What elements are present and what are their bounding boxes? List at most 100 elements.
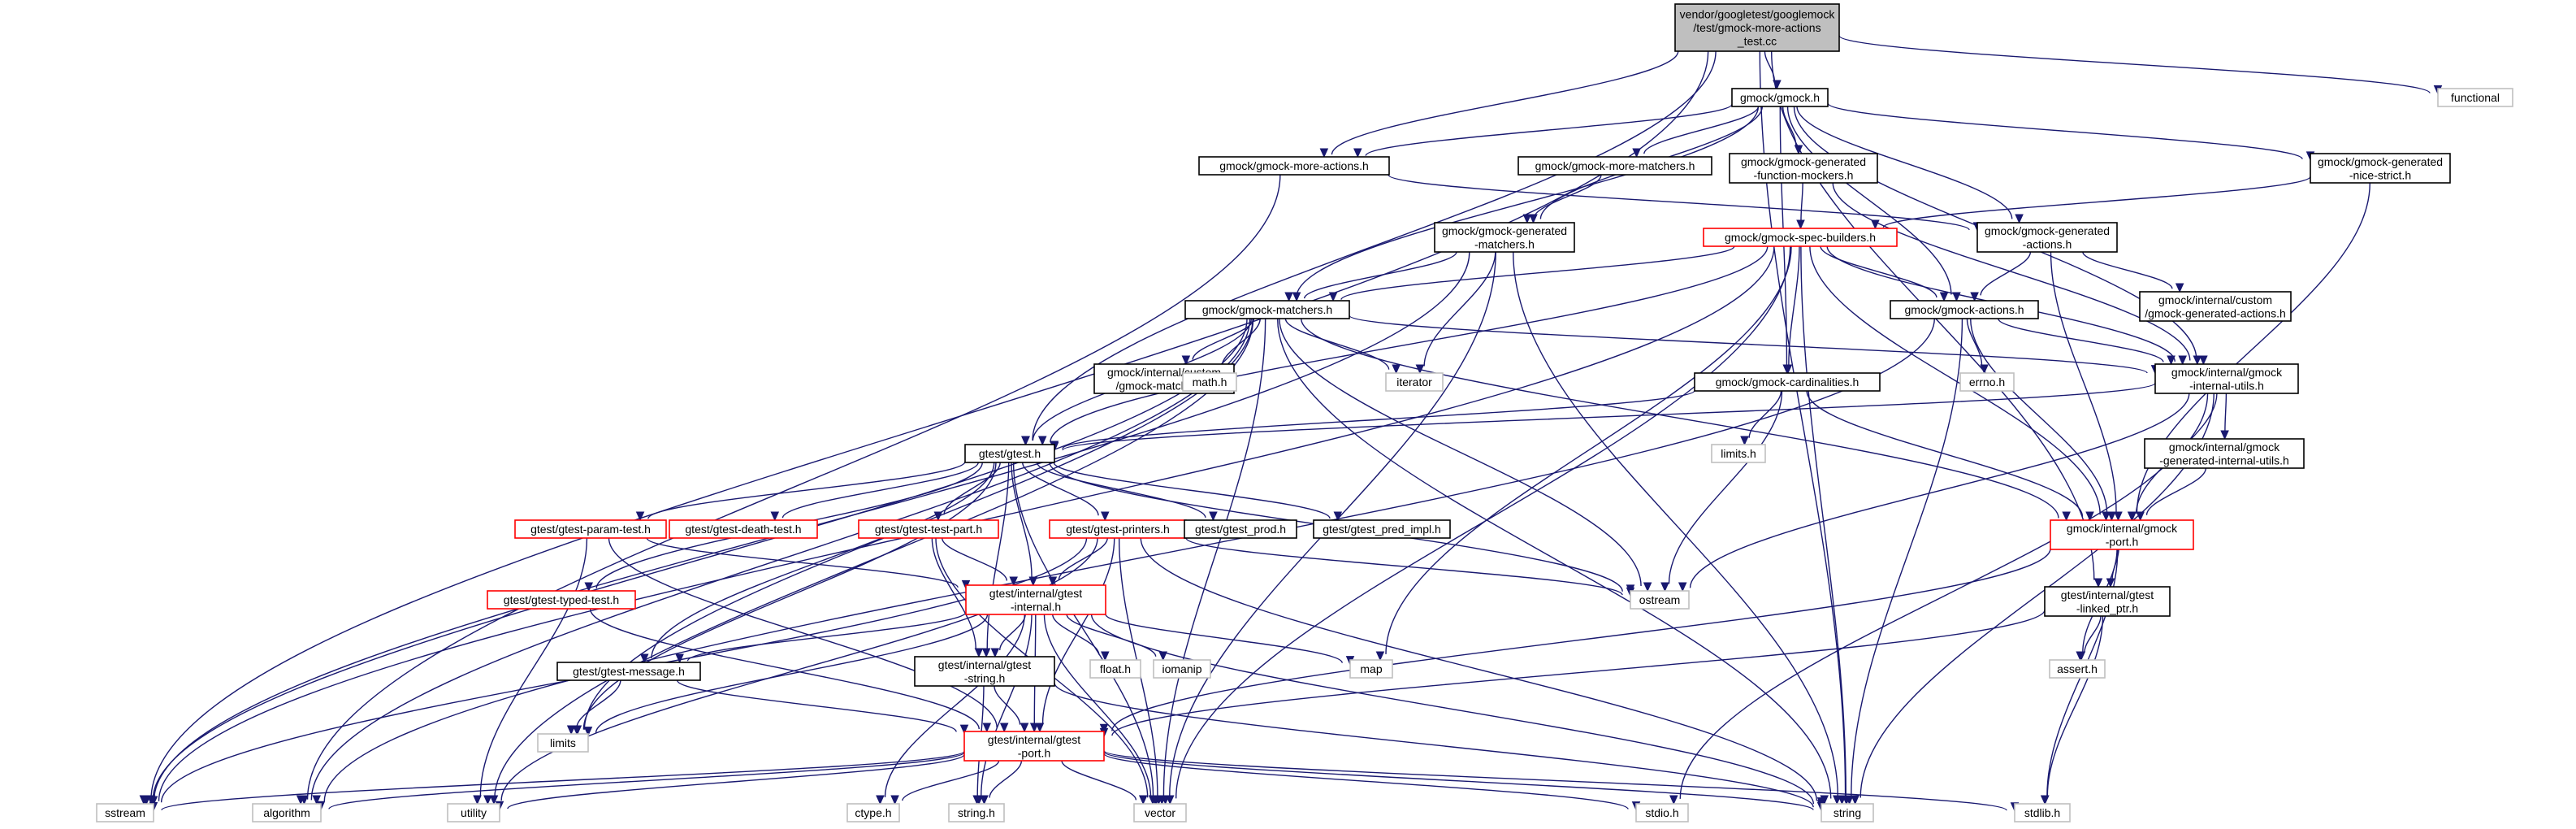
node-ctype-h[interactable]: ctype.h <box>846 803 900 822</box>
edge-line <box>1058 537 1108 580</box>
node-gtest-port[interactable]: gtest/internal/gtest-port.h <box>963 731 1105 762</box>
node-limits-h[interactable]: limits.h <box>1711 444 1766 463</box>
edge-gen_internal_utils-to-gmock_port <box>2136 467 2207 522</box>
edge-line <box>1970 318 2108 514</box>
node-stdlib-h[interactable]: stdlib.h <box>2014 803 2071 822</box>
edge-arrowhead <box>1522 214 1532 224</box>
node-label-line: _test.cc <box>1737 35 1777 48</box>
edge-arrowhead <box>1796 219 1805 230</box>
edge-line <box>608 537 998 728</box>
node-iterator[interactable]: iterator <box>1385 372 1444 392</box>
node-box <box>1694 372 1881 392</box>
node-box <box>2144 438 2305 469</box>
nodes-layer: vendor/googletest/googlemock/test/gmock-… <box>96 3 2513 822</box>
node-label-line: gtest/internal/gtest <box>938 658 1032 671</box>
node-actions[interactable]: gmock/gmock-actions.h <box>1890 300 2039 319</box>
edge-arrowhead <box>1037 436 1047 446</box>
node-cardinalities[interactable]: gmock/gmock-cardinalities.h <box>1694 372 1881 392</box>
node-string[interactable]: string <box>1821 803 1874 822</box>
node-map[interactable]: map <box>1349 659 1393 679</box>
edge-arrowhead <box>1851 795 1859 805</box>
node-iomanip[interactable]: iomanip <box>1153 659 1211 679</box>
node-label-line: algorithm <box>263 806 310 819</box>
node-label-line: gtest/gtest_pred_impl.h <box>1323 523 1441 536</box>
node-printers[interactable]: gtest/gtest-printers.h <box>1049 519 1187 539</box>
node-param-test[interactable]: gtest/gtest-param-test.h <box>514 519 667 539</box>
edge-linked_ptr-to-stdlib_h <box>2041 615 2104 805</box>
node-more-actions[interactable]: gmock/gmock-more-actions.h <box>1198 156 1390 176</box>
edge-arrowhead <box>2093 578 2103 588</box>
node-more-matchers[interactable]: gmock/gmock-more-matchers.h <box>1517 156 1712 176</box>
edge-gtest_h-to-gtest_string <box>981 462 1010 658</box>
node-pred-impl[interactable]: gtest/gtest_pred_impl.h <box>1313 519 1451 539</box>
node-gen-matchers[interactable]: gmock/gmock-generated-matchers.h <box>1434 222 1575 253</box>
node-gen-fmock[interactable]: gmock/gmock-generated-function-mockers.h <box>1729 153 1878 184</box>
node-utility[interactable]: utility <box>447 803 500 822</box>
edge-line <box>1111 549 2051 731</box>
node-vector[interactable]: vector <box>1133 803 1187 822</box>
node-gtest-internal[interactable]: gtest/internal/gtest-internal.h <box>965 584 1106 615</box>
edge-root-to-functional <box>1838 35 2443 95</box>
edge-arrowhead <box>876 795 885 805</box>
edge-line <box>1062 382 2156 451</box>
node-label-line: gtest/gtest-message.h <box>573 665 685 678</box>
node-gtest-prod[interactable]: gtest/gtest_prod.h <box>1184 519 1297 539</box>
node-math-h[interactable]: math.h <box>1182 372 1237 392</box>
node-gtest-string[interactable]: gtest/internal/gtest-string.h <box>914 656 1055 687</box>
edge-root-to-sstream <box>139 50 1709 805</box>
edge-param_test-to-gtest_internal <box>646 537 971 590</box>
node-linked-ptr[interactable]: gtest/internal/gtest-linked_ptr.h <box>2044 586 2171 617</box>
node-gmock-h[interactable]: gmock/gmock.h <box>1731 88 1829 107</box>
node-ostream[interactable]: ostream <box>1630 590 1690 610</box>
node-label-line: utility <box>461 806 487 819</box>
edge-internal_utils-to-gen_internal_utils <box>2220 393 2229 441</box>
node-gen-actions[interactable]: gmock/gmock-generated-actions.h <box>1976 222 2118 253</box>
node-test-part[interactable]: gtest/gtest-test-part.h <box>858 519 999 539</box>
node-internal-utils[interactable]: gmock/internal/gmock-internal-utils.h <box>2154 363 2299 394</box>
edge-param_test-to-gtest_port <box>608 537 1009 733</box>
node-stdio-h[interactable]: stdio.h <box>1635 803 1689 822</box>
node-spec-builders[interactable]: gmock/gmock-spec-builders.h <box>1703 228 1898 247</box>
edge-line <box>1175 245 1791 799</box>
node-message[interactable]: gtest/gtest-message.h <box>556 662 701 681</box>
edge-spec_builders-to-actions <box>1820 245 1949 302</box>
node-errno-h[interactable]: errno.h <box>1959 372 2015 392</box>
edge-line <box>479 537 588 796</box>
node-gtest-h[interactable]: gtest/gtest.h <box>964 444 1055 463</box>
node-death-test[interactable]: gtest/gtest-death-test.h <box>669 519 818 539</box>
node-label-line: stdio.h <box>1645 806 1678 819</box>
node-sstream[interactable]: sstream <box>96 803 154 822</box>
edge-arrowhead <box>980 795 989 805</box>
edge-line <box>1809 245 2101 515</box>
node-limits[interactable]: limits <box>537 733 589 753</box>
node-float-h[interactable]: float.h <box>1089 659 1141 679</box>
node-string-h[interactable]: string.h <box>948 803 1005 822</box>
node-typed-test[interactable]: gtest/gtest-typed-test.h <box>487 590 636 610</box>
edge-spec_builders-to-cardinalities <box>1783 245 1800 375</box>
node-algorithm[interactable]: algorithm <box>252 803 322 822</box>
node-box <box>2044 586 2171 617</box>
edge-matchers-to-string <box>1276 318 1842 805</box>
node-box <box>2050 519 2194 550</box>
node-gmock-port[interactable]: gmock/internal/gmock-port.h <box>2050 519 2194 550</box>
edge-line <box>994 685 1021 725</box>
edge-arrowhead <box>2085 511 2094 522</box>
edge-line <box>2145 467 2207 515</box>
node-assert-h[interactable]: assert.h <box>2049 659 2106 679</box>
node-label-line: vendor/googletest/googlemock <box>1680 8 1836 21</box>
edge-line <box>1103 750 2007 811</box>
node-label-line: errno.h <box>1969 375 2005 388</box>
node-gen-nice[interactable]: gmock/gmock-generated-nice-strict.h <box>2310 153 2451 184</box>
edge-arrowhead <box>1392 364 1401 375</box>
node-gen-internal-utils[interactable]: gmock/internal/gmock-generated-internal-… <box>2144 438 2305 469</box>
edge-line <box>646 537 959 588</box>
node-custom-gen-actions[interactable]: gmock/internal/custom/gmock-generated-ac… <box>2139 291 2292 322</box>
edge-line <box>1011 462 1033 578</box>
node-label-line: gmock/gmock-actions.h <box>1904 303 2024 316</box>
node-matchers[interactable]: gmock/gmock-matchers.h <box>1184 300 1350 319</box>
edge-gtest_h-to-death_test <box>770 462 979 522</box>
node-functional[interactable]: functional <box>2437 88 2513 107</box>
edge-gen_actions-to-custom_gen_actions <box>2082 251 2184 293</box>
node-box <box>1153 659 1211 679</box>
edge-arrowhead <box>2220 430 2229 441</box>
